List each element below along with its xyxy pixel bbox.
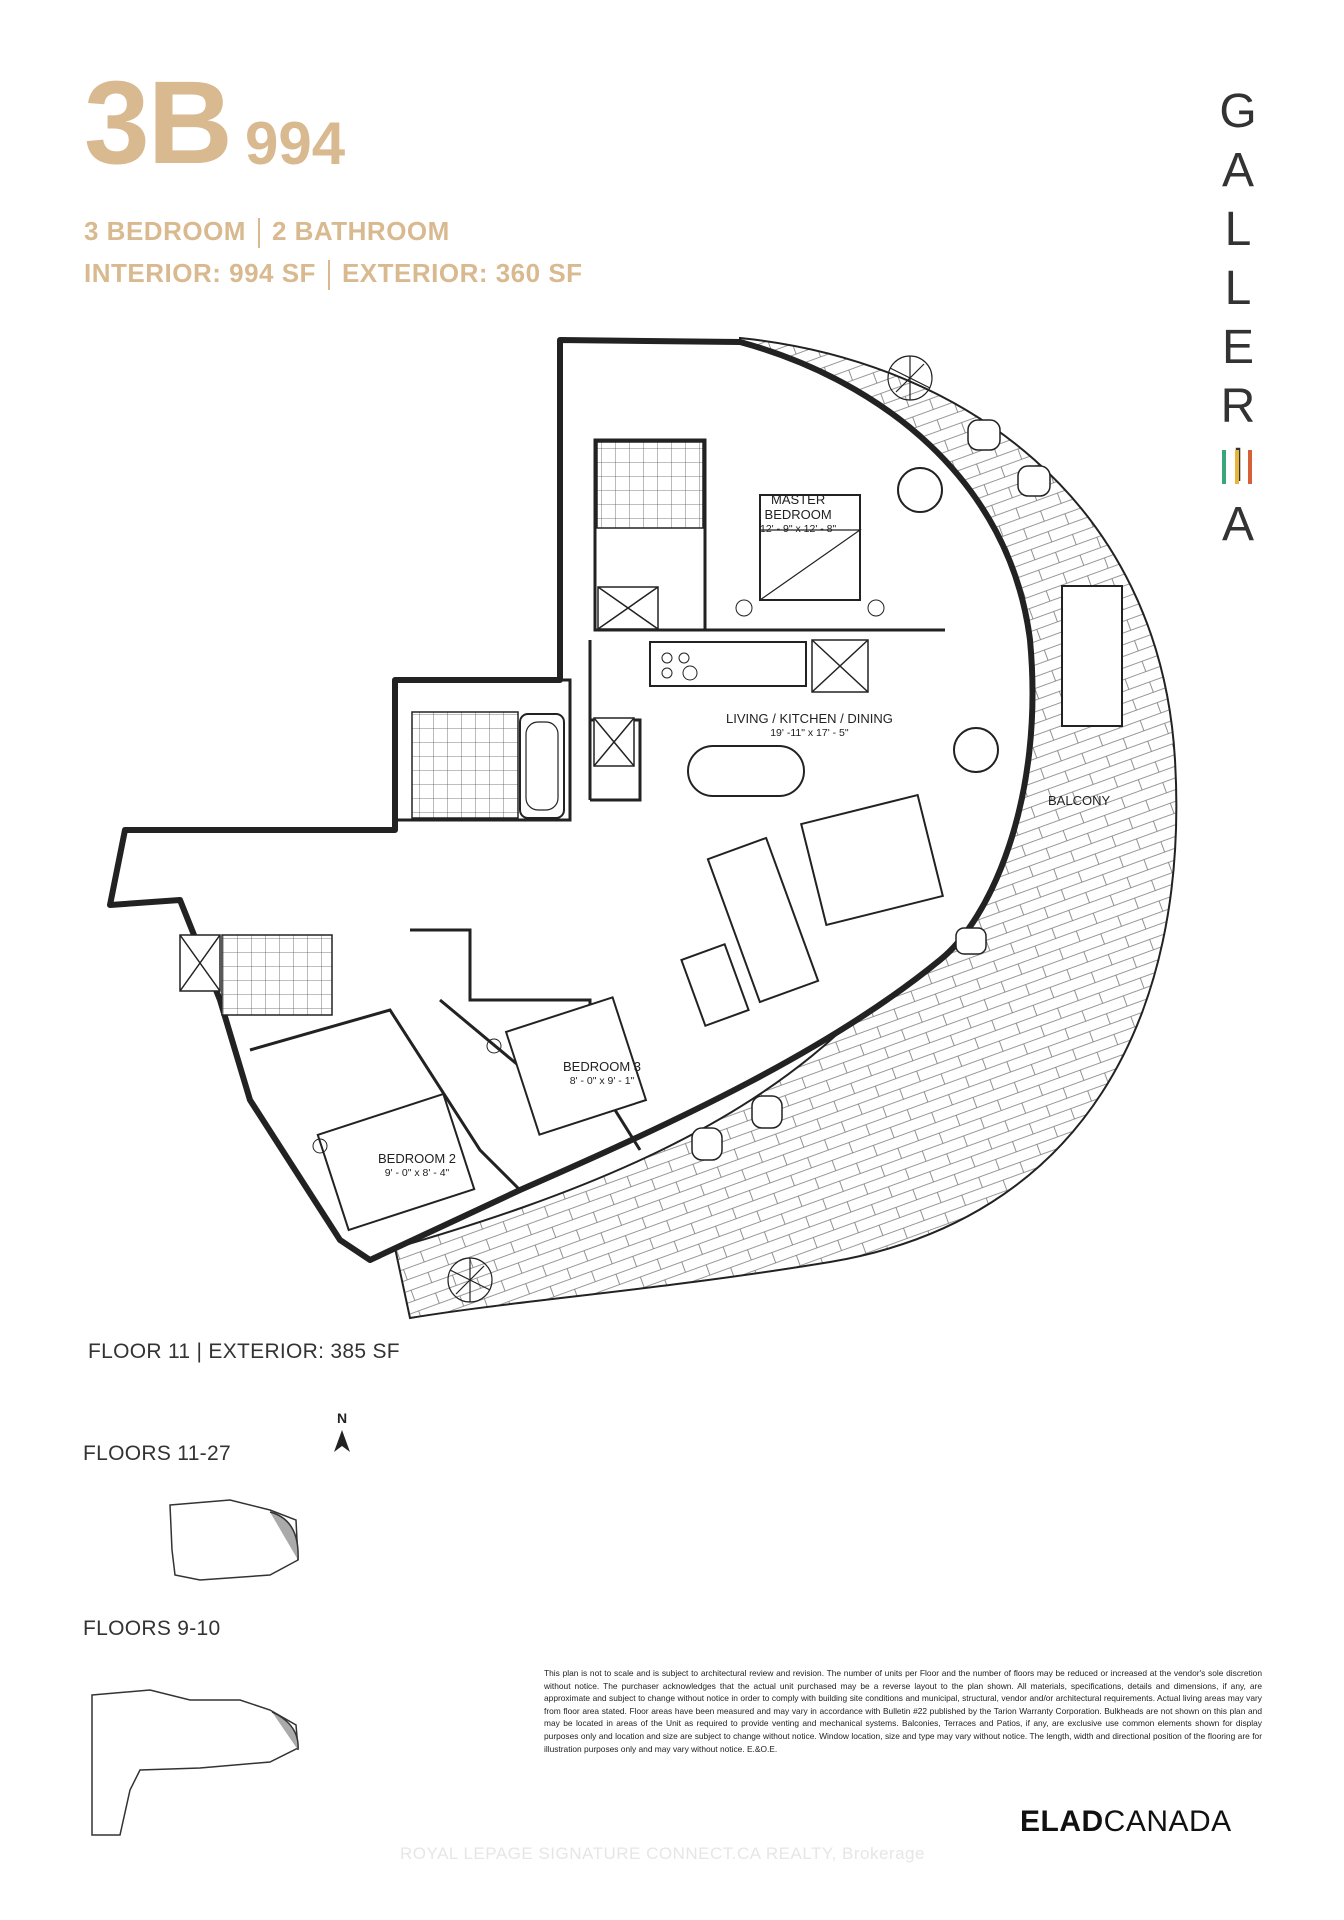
keyplan-label-b: FLOORS 9-10 (83, 1617, 221, 1640)
developer-logo-part2: CANADA (1103, 1805, 1232, 1838)
legal-disclaimer: This plan is not to scale and is subject… (544, 1668, 1262, 1754)
compass-north-label: N (337, 1410, 348, 1426)
brand-letter: G (1219, 85, 1257, 138)
keyplan-floors-11-27 (169, 1499, 299, 1581)
room-name: MASTER BEDROOM (764, 492, 832, 522)
keyplan-floors-9-10 (91, 1689, 299, 1836)
room-master-bedroom: MASTER BEDROOM 12' - 9" x 12' - 8" (760, 492, 837, 535)
brand-letter: L (1224, 262, 1252, 315)
north-arrow-icon (334, 1430, 350, 1452)
brand-letter: A (1221, 144, 1254, 197)
room-name: BALCONY (1048, 793, 1111, 808)
unit-name: 3B (84, 57, 233, 189)
bedroom-count: 3 BEDROOM (84, 216, 246, 246)
brokerage-watermark: ROYAL LEPAGE SIGNATURE CONNECT.CA REALTY… (400, 1844, 925, 1863)
bathroom-count: 2 BATHROOM (271, 216, 450, 246)
brand-logo: G A L L E R I A (1218, 82, 1258, 554)
room-balcony: BALCONY (1048, 793, 1111, 809)
unit-number: 994 (245, 110, 346, 177)
unit-spec-rooms: 3 BEDROOM 2 BATHROOM (84, 216, 450, 249)
room-name: LIVING / KITCHEN / DINING (726, 711, 893, 726)
unit-spec-area: INTERIOR: 994 SF EXTERIOR: 360 SF (84, 258, 583, 291)
interior-area: INTERIOR: 994 SF (84, 258, 316, 288)
floor-exterior-label: FLOOR 11 | EXTERIOR: 385 SF (88, 1340, 400, 1363)
exterior-area: EXTERIOR: 360 SF (341, 258, 583, 288)
developer-logo-part1: ELAD (1020, 1805, 1104, 1838)
room-dimensions: 19' -11" x 17' - 5" (770, 726, 849, 739)
keyplan-label-a: FLOORS 11-27 (83, 1442, 231, 1465)
brand-letter: A (1221, 498, 1254, 551)
brand-letter: L (1224, 203, 1252, 256)
divider (327, 260, 330, 291)
divider (257, 218, 260, 249)
room-name: BEDROOM 3 (563, 1059, 642, 1074)
room-name: BEDROOM 2 (378, 1151, 457, 1166)
room-living-kitchen-dining: LIVING / KITCHEN / DINING 19' -11" x 17'… (726, 711, 893, 739)
room-bedroom-2: BEDROOM 2 9' - 0" x 8' - 4" (378, 1151, 457, 1179)
developer-logo: ELADCANADA (1020, 1805, 1232, 1839)
room-dimensions: 8' - 0" x 9' - 1" (569, 1074, 635, 1087)
room-bedroom-3: BEDROOM 3 8' - 0" x 9' - 1" (563, 1059, 642, 1087)
brand-stripes-icon (1222, 450, 1252, 484)
room-dimensions: 9' - 0" x 8' - 4" (384, 1166, 450, 1179)
room-dimensions: 12' - 9" x 12' - 8" (760, 522, 837, 535)
brand-letter: E (1221, 321, 1254, 374)
brand-letter: R (1220, 380, 1256, 433)
